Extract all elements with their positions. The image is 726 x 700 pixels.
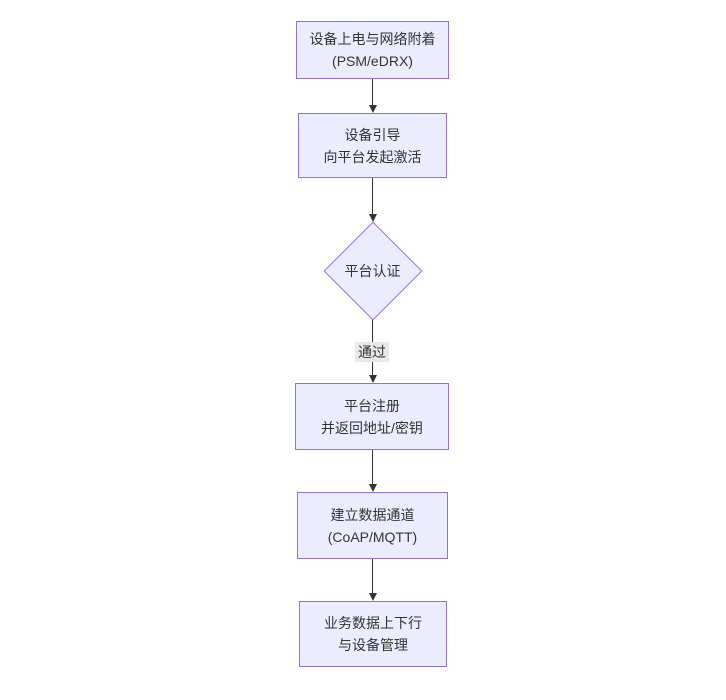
node-bootstrap: 设备引导 向平台发起激活	[298, 113, 447, 178]
node-text-line: (CoAP/MQTT)	[327, 528, 418, 545]
node-text-line: 平台认证	[344, 263, 401, 279]
arrowhead-icon	[368, 214, 377, 222]
node-text-line: 建立数据通道	[330, 506, 415, 523]
edge-line	[372, 559, 373, 593]
node-text-line: 平台注册	[344, 397, 400, 414]
node-data-channel: 建立数据通道 (CoAP/MQTT)	[297, 492, 448, 559]
edge-line	[372, 79, 373, 106]
edge-label-pass: 通过	[355, 342, 389, 362]
arrowhead-icon	[368, 375, 377, 383]
node-text-line: 设备上电与网络附着	[309, 31, 436, 47]
node-register: 平台注册 并返回地址/密钥	[295, 383, 449, 450]
arrowhead-icon	[368, 484, 377, 492]
node-text-line: 并返回地址/密钥	[321, 419, 423, 436]
node-text-line: 设备引导	[344, 126, 401, 143]
edge-line	[372, 178, 373, 214]
node-text-line: 与设备管理	[338, 637, 408, 653]
arrowhead-icon	[368, 593, 377, 601]
arrowhead-icon	[368, 105, 377, 113]
node-power-attach: 设备上电与网络附着 (PSM/eDRX)	[296, 21, 449, 79]
node-business: 业务数据上下行 与设备管理	[299, 601, 447, 667]
node-text-line: 向平台发起激活	[323, 148, 422, 165]
node-text-line: 业务数据上下行	[324, 615, 422, 631]
node-text-line: (PSM/eDRX)	[332, 53, 413, 69]
node-platform-auth: 平台认证	[322, 221, 423, 321]
edge-line	[372, 450, 373, 484]
